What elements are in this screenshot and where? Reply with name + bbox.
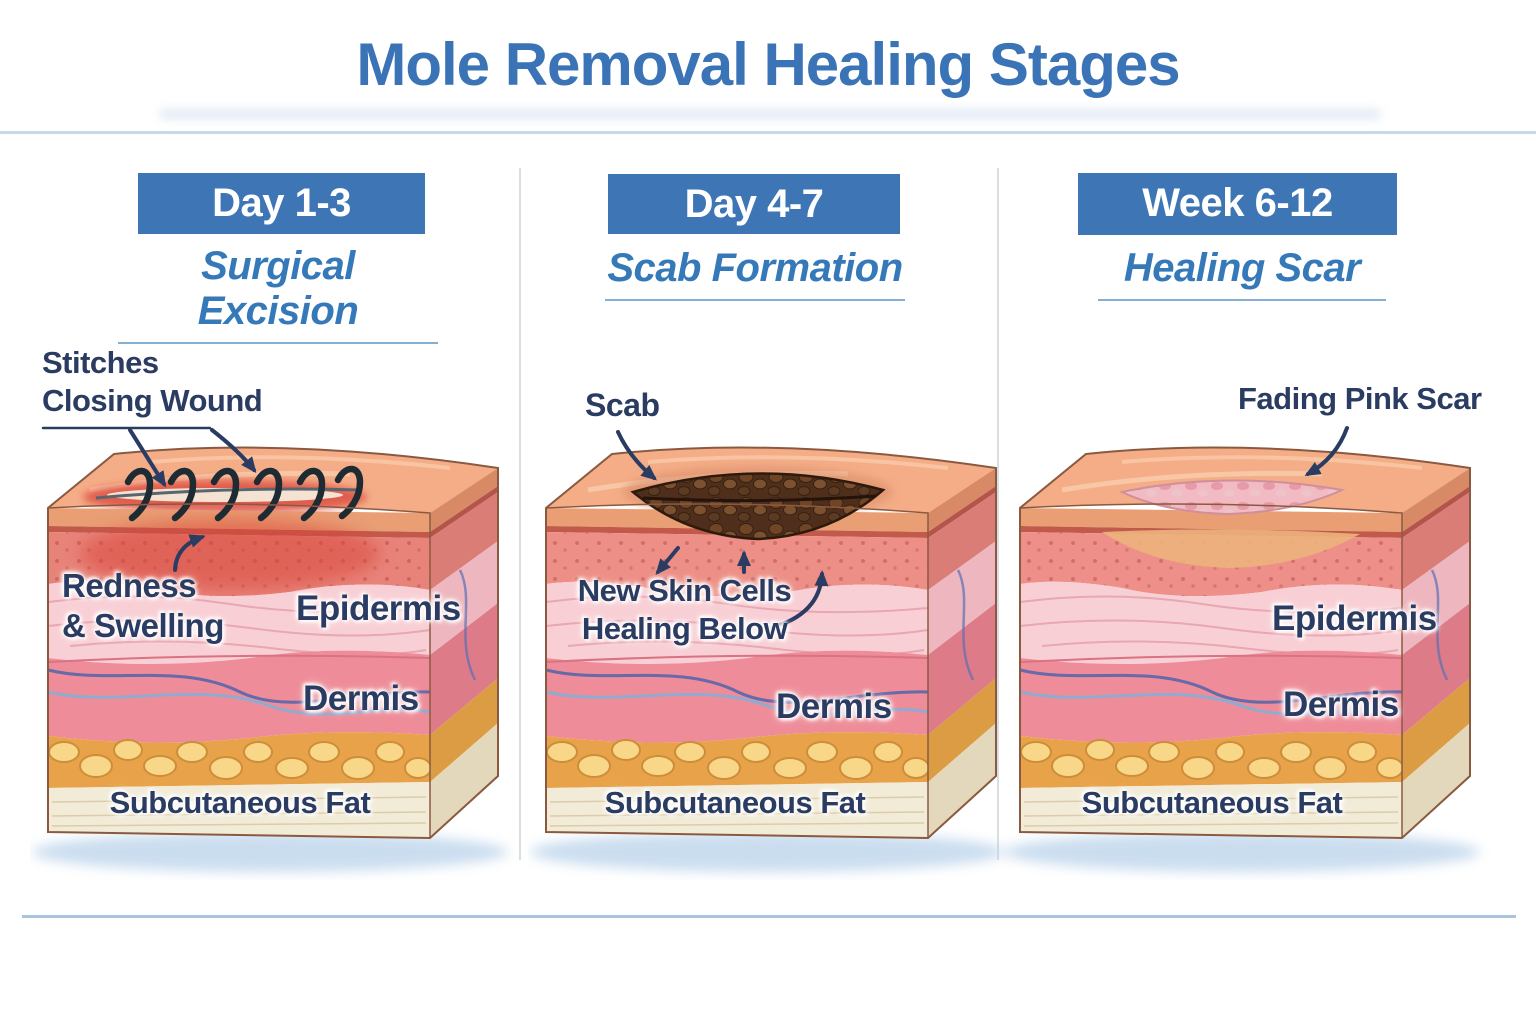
layer-label-subcutaneous-fat: Subcutaneous Fat [1081, 785, 1343, 820]
layer-label-subcutaneous-fat: Subcutaneous Fat [109, 785, 371, 820]
callout-label-stitches: Stitches Closing Wound [42, 345, 263, 418]
callout-label-scab: Scab [585, 387, 660, 423]
top-divider [0, 131, 1536, 134]
stage-subtitle: Scab Formation [605, 246, 905, 301]
layer-label-subcutaneous-fat: Subcutaneous Fat [604, 785, 866, 820]
stage-banner: Week 6-12 [1078, 173, 1397, 235]
callout-label-fading-pink-scar: Fading Pink Scar [1238, 381, 1482, 416]
stage-subtitle: Surgical Excision [118, 244, 438, 344]
stage-subtitle: Healing Scar [1098, 246, 1386, 301]
column-divider-1 [519, 168, 521, 860]
stage-banner: Day 4-7 [608, 174, 900, 234]
page-title: Mole Removal Healing Stages [356, 31, 1180, 98]
skin-block-illustration [530, 430, 1006, 872]
annotation-redness-swelling: Redness & Swelling [62, 567, 224, 645]
layer-label-dermis: Dermis [1283, 685, 1399, 724]
skin-block-illustration [32, 426, 508, 872]
stage-banner: Day 1-3 [138, 173, 425, 234]
title-glow [160, 110, 1380, 118]
layer-label-epidermis: Epidermis [296, 589, 461, 628]
column-divider-2 [997, 168, 999, 860]
layer-label-dermis: Dermis [303, 679, 419, 718]
annotation-new-skin-cells: New Skin Cells Healing Below [577, 573, 792, 646]
layer-label-dermis: Dermis [776, 687, 892, 726]
layer-label-epidermis: Epidermis [1272, 599, 1437, 638]
skin-block-illustration [1004, 426, 1480, 872]
bottom-divider [22, 915, 1516, 918]
